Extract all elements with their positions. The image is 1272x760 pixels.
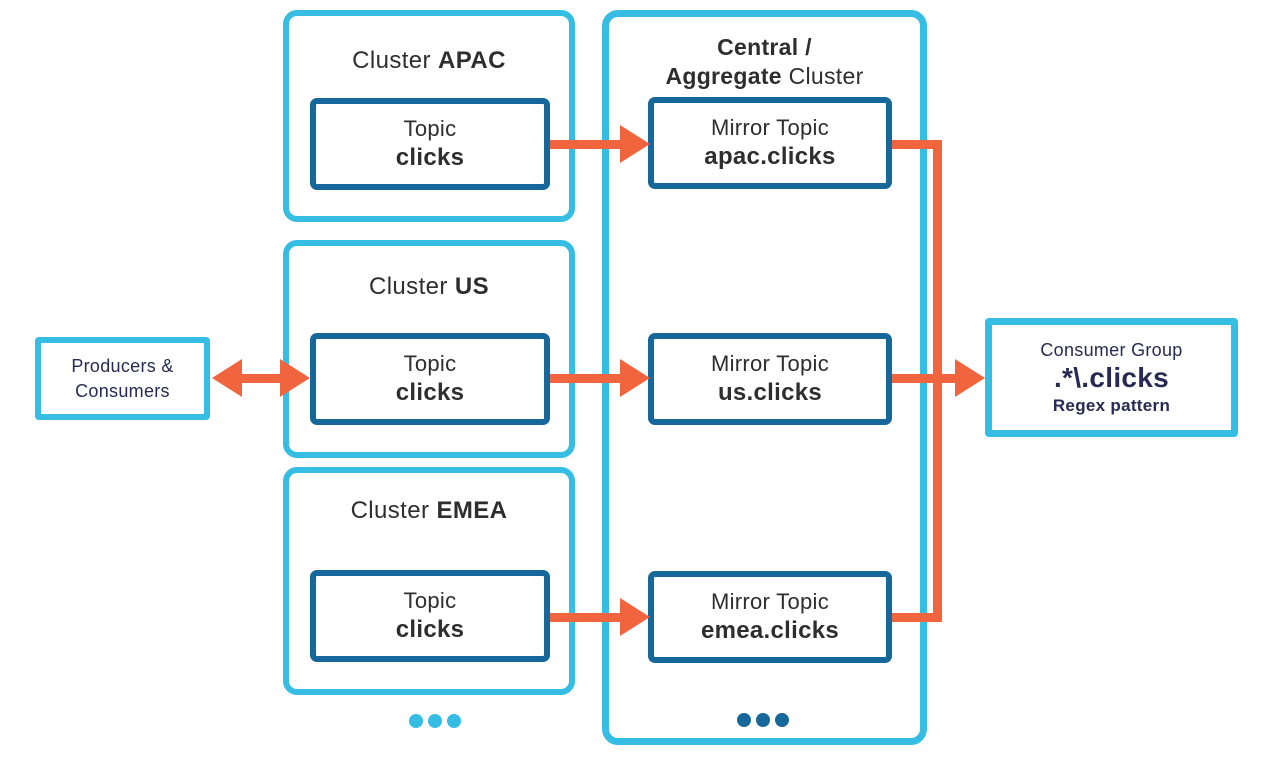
clusters-ellipsis-icon — [409, 714, 461, 728]
apac-to-mirror-arrowhead-icon — [620, 125, 650, 163]
cluster-emea-title: Cluster EMEA — [289, 497, 569, 525]
cluster-title-bold: APAC — [438, 47, 506, 74]
producers-consumers-label: Producers & Consumers — [71, 354, 173, 403]
producers-consumers-box: Producers & Consumers — [35, 337, 210, 420]
mirror-topic-name: apac.clicks — [704, 143, 836, 170]
topic-box-us: Topic clicks — [310, 333, 550, 425]
central-title-line1: Central / — [717, 34, 812, 60]
mirror-topic-us-box: Mirror Topic us.clicks — [648, 333, 892, 425]
bidirectional-arrowhead-right-icon — [280, 359, 310, 397]
central-aggregate-cluster-box: Central / Aggregate Cluster Mirror Topic… — [602, 10, 927, 745]
mirror-topic-emea-box: Mirror Topic emea.clicks — [648, 571, 892, 663]
cluster-us-title: Cluster US — [289, 273, 569, 301]
cluster-title-bold: EMEA — [436, 497, 508, 524]
cluster-title-regular: Cluster — [368, 273, 448, 300]
cluster-title-bold: US — [454, 273, 490, 300]
topic-label: Topic — [403, 116, 457, 141]
to-consumer-arrow-line — [892, 374, 955, 383]
central-cluster-title: Central / Aggregate Cluster — [609, 33, 920, 91]
topic-name: clicks — [395, 379, 465, 406]
topic-name: clicks — [395, 144, 465, 171]
topic-name: clicks — [395, 616, 465, 643]
emea-to-mirror-arrow-line — [550, 613, 622, 622]
central-ellipsis-icon — [737, 713, 789, 727]
consumer-group-caption: Regex pattern — [1052, 395, 1171, 415]
bidirectional-arrow-line — [240, 374, 284, 383]
cluster-us-box: Cluster US Topic clicks — [283, 240, 575, 458]
emea-to-mirror-arrowhead-icon — [620, 598, 650, 636]
consumer-group-regex-pattern: .*\.clicks — [1053, 361, 1170, 393]
mirror-topic-name: emea.clicks — [700, 617, 840, 644]
mirror-topic-apac-box: Mirror Topic apac.clicks — [648, 97, 892, 189]
topic-box-apac: Topic clicks — [310, 98, 550, 190]
us-to-mirror-arrow-line — [550, 374, 622, 383]
bidirectional-arrowhead-left-icon — [212, 359, 242, 397]
mirror-apac-out-line — [892, 140, 942, 149]
mirror-emea-out-line — [892, 613, 942, 622]
mirror-topic-label: Mirror Topic — [710, 589, 830, 614]
mirror-topic-label: Mirror Topic — [710, 115, 830, 140]
producers-label-line1: Producers & — [71, 356, 174, 377]
consumer-group-box: Consumer Group .*\.clicks Regex pattern — [985, 318, 1238, 437]
us-to-mirror-arrowhead-icon — [620, 359, 650, 397]
to-consumer-arrowhead-icon — [955, 359, 985, 397]
cluster-emea-box: Cluster EMEA Topic clicks — [283, 467, 575, 695]
cluster-title-regular: Cluster — [352, 47, 431, 74]
cluster-apac-box: Cluster APAC Topic clicks — [283, 10, 575, 222]
cluster-title-regular: Cluster — [350, 497, 430, 524]
topic-box-emea: Topic clicks — [310, 570, 550, 662]
topic-label: Topic — [403, 588, 457, 613]
producers-label-line2: Consumers — [75, 380, 170, 401]
apac-to-mirror-arrow-line — [550, 140, 622, 149]
central-title-line2-regular: Cluster — [788, 62, 864, 89]
topic-label: Topic — [403, 351, 457, 376]
cluster-apac-title: Cluster APAC — [289, 47, 569, 75]
central-title-line2-bold: Aggregate — [665, 62, 782, 89]
mirror-topic-label: Mirror Topic — [710, 351, 830, 376]
mirror-topic-name: us.clicks — [717, 379, 823, 406]
consumer-group-label: Consumer Group — [1040, 339, 1183, 360]
